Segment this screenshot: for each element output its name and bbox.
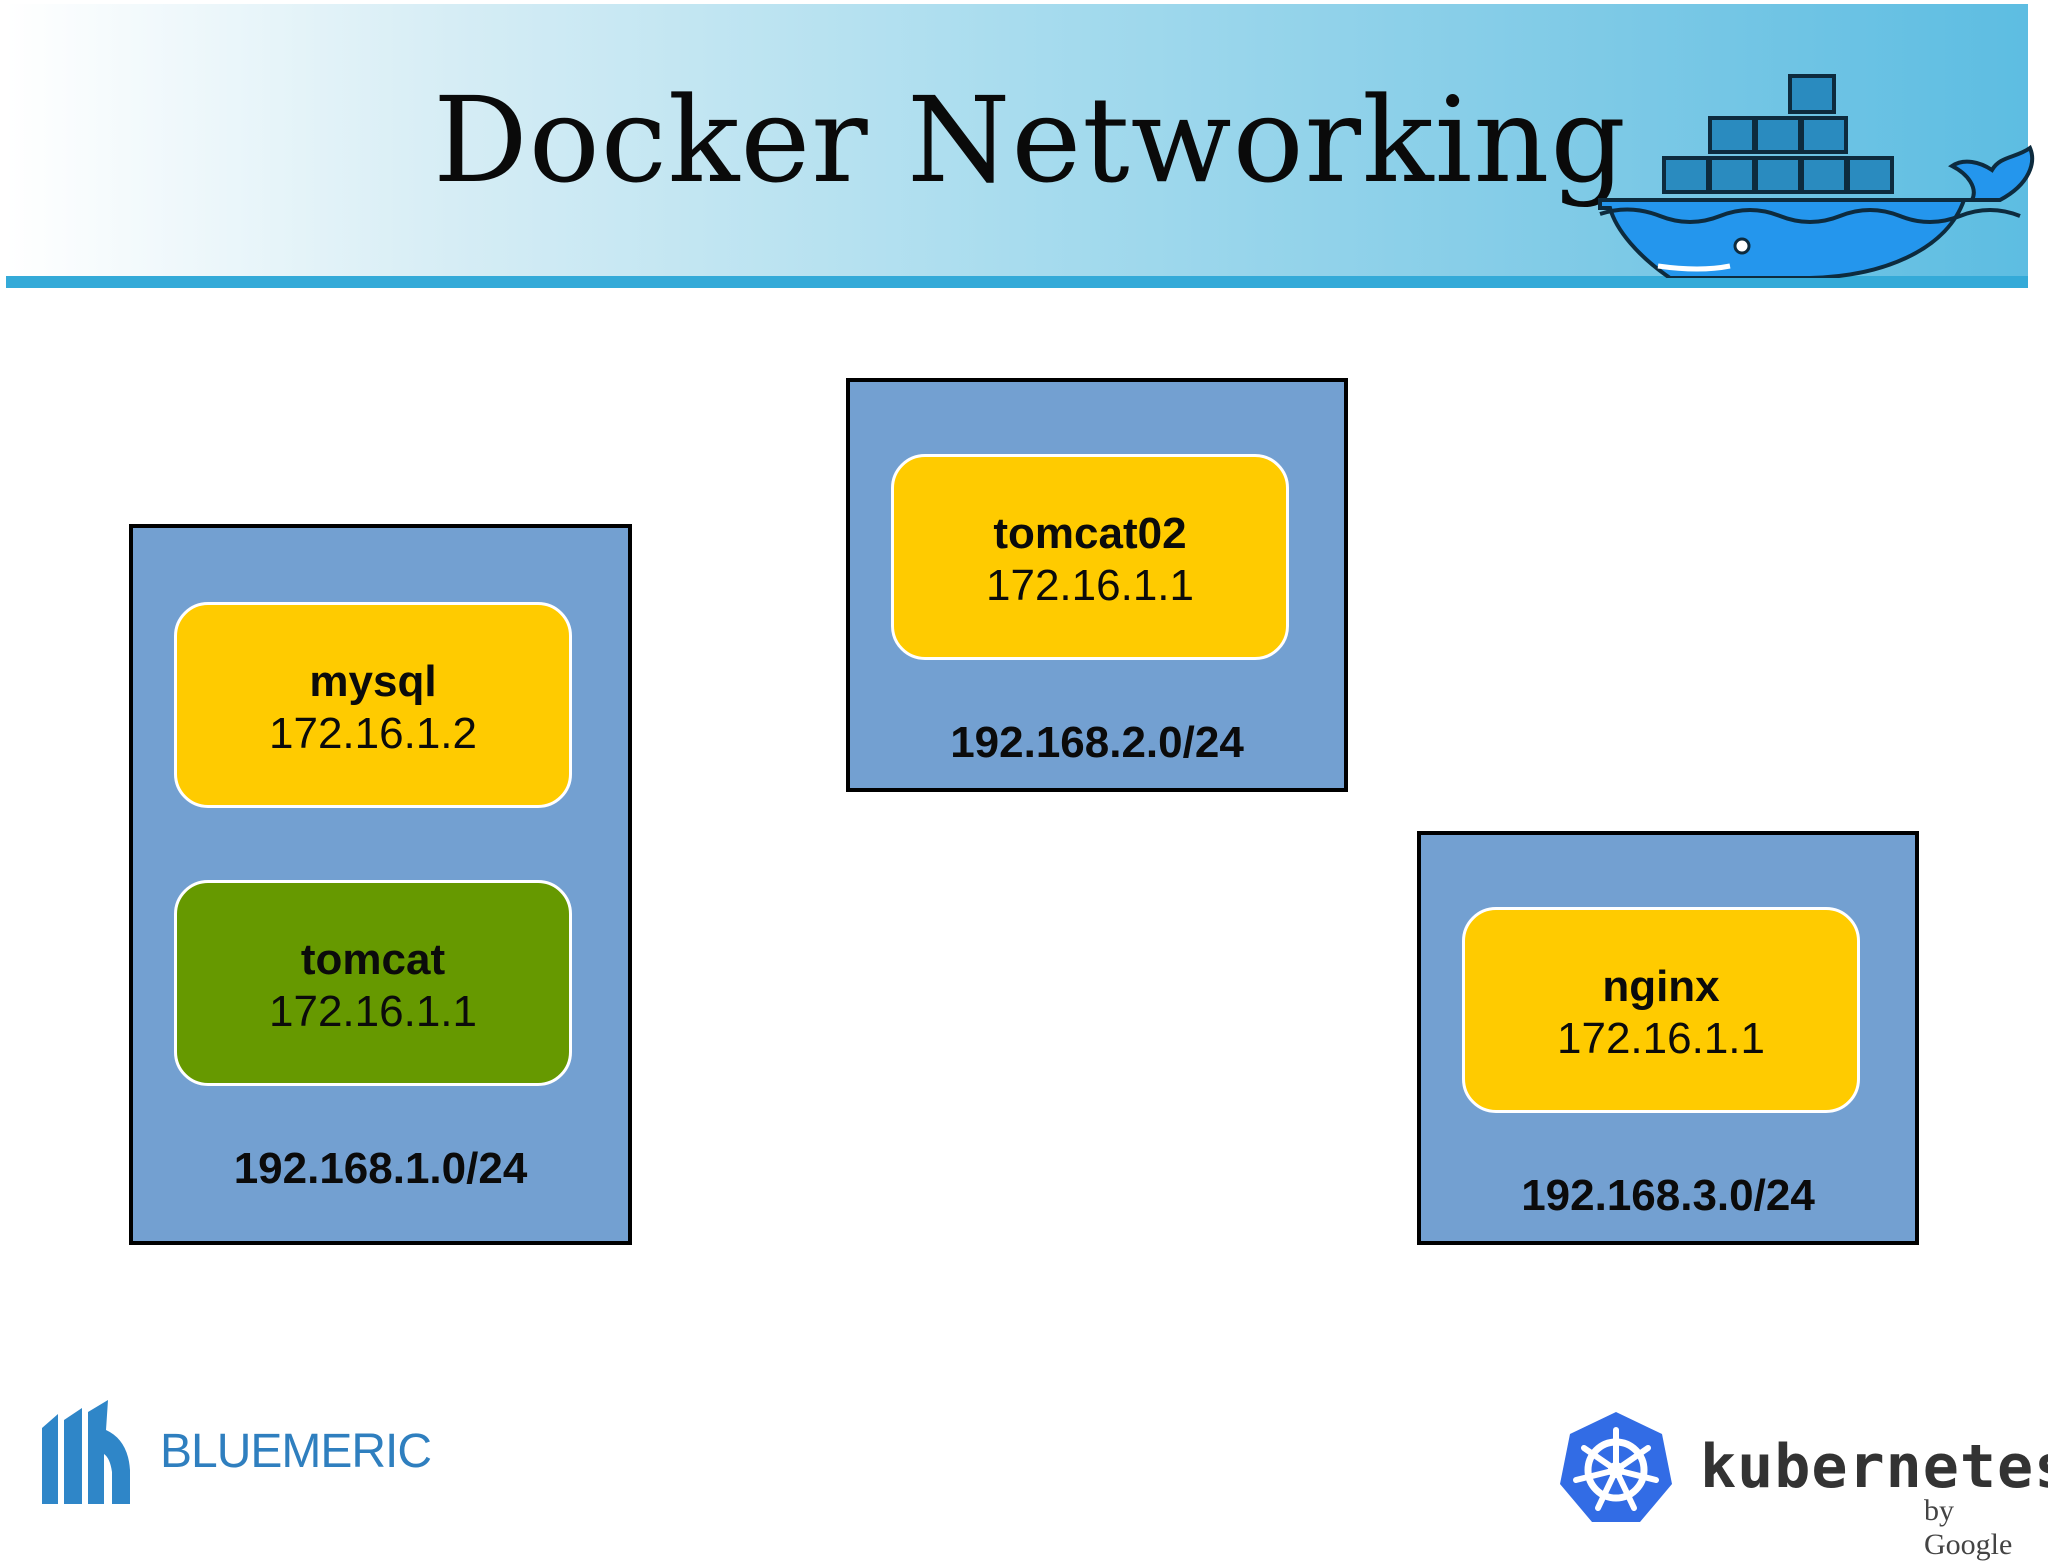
docker-whale-icon xyxy=(1598,74,2035,278)
container-card-tomcat: tomcat 172.16.1.1 xyxy=(174,880,572,1086)
network-box-1: mysql 172.16.1.2 tomcat 172.16.1.1 192.1… xyxy=(129,524,632,1245)
container-ip: 172.16.1.1 xyxy=(986,561,1194,610)
container-card-nginx: nginx 172.16.1.1 xyxy=(1462,907,1860,1113)
bluemeric-logo-icon xyxy=(42,1400,130,1504)
subnet-label: 192.168.2.0/24 xyxy=(950,718,1244,767)
container-card-mysql: mysql 172.16.1.2 xyxy=(174,602,572,808)
kubernetes-by-google: by Google xyxy=(1924,1494,2013,1561)
container-name: tomcat xyxy=(300,935,446,984)
kubernetes-wordmark: kubernetes xyxy=(1700,1432,2048,1502)
container-name: tomcat02 xyxy=(993,509,1187,558)
kubernetes-wheel-icon xyxy=(1560,1412,1672,1522)
page-title: Docker Networking xyxy=(433,71,1627,209)
subnet-label: 192.168.3.0/24 xyxy=(1521,1171,1815,1220)
network-box-2: tomcat02 172.16.1.1 192.168.2.0/24 xyxy=(846,378,1348,792)
container-ip: 172.16.1.1 xyxy=(269,987,477,1036)
container-ip: 172.16.1.2 xyxy=(269,709,477,758)
bluemeric-wordmark: BLUEMERIC xyxy=(160,1425,432,1478)
subnet-label: 192.168.1.0/24 xyxy=(233,1144,528,1193)
container-card-tomcat02: tomcat02 172.16.1.1 xyxy=(891,454,1289,660)
container-name: nginx xyxy=(1602,962,1720,1011)
container-name: mysql xyxy=(309,657,437,706)
network-box-3: nginx 172.16.1.1 192.168.3.0/24 xyxy=(1417,831,1919,1245)
header-divider xyxy=(6,276,2028,288)
container-ip: 172.16.1.1 xyxy=(1557,1014,1765,1063)
